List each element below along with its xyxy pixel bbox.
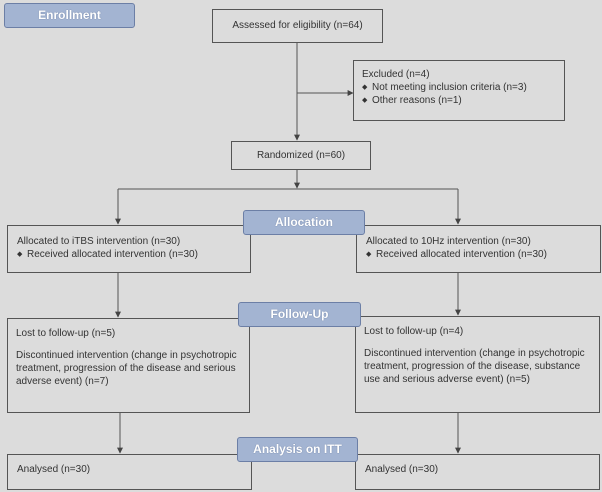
left-received-row: ◆Received allocated intervention (n=30) xyxy=(17,249,198,260)
randomized-box: Randomized (n=60) xyxy=(231,141,371,170)
excluded-item-1: ◆Not meeting inclusion criteria (n=3) xyxy=(362,82,527,93)
stage-label-enrollment: Enrollment xyxy=(4,3,135,28)
stage-label-analysis: Analysis on ITT xyxy=(237,437,358,462)
left-allocated-text: Allocated to iTBS intervention (n=30) xyxy=(17,236,181,247)
left-analysed-text: Analysed (n=30) xyxy=(17,464,91,475)
right-analysis-box: Analysed (n=30) xyxy=(355,454,600,490)
excluded-title: Excluded (n=4) xyxy=(362,69,430,80)
right-allocated-text: Allocated to 10Hz intervention (n=30) xyxy=(366,236,531,247)
right-allocation-box: Allocated to 10Hz intervention (n=30) ◆R… xyxy=(356,225,601,273)
right-received-row: ◆Received allocated intervention (n=30) xyxy=(366,249,547,260)
assessed-box: Assessed for eligibility (n=64) xyxy=(212,9,383,43)
diamond-bullet-icon: ◆ xyxy=(362,84,368,91)
excluded-box: Excluded (n=4) ◆Not meeting inclusion cr… xyxy=(353,60,565,121)
left-allocation-box: Allocated to iTBS intervention (n=30) ◆R… xyxy=(7,225,251,273)
stage-label-allocation: Allocation xyxy=(243,210,365,235)
right-lost-text: Lost to follow-up (n=4) xyxy=(364,326,464,337)
excluded-item-2: ◆Other reasons (n=1) xyxy=(362,95,462,106)
left-discontinued-text: Discontinued intervention (change in psy… xyxy=(16,350,237,387)
diamond-bullet-icon: ◆ xyxy=(17,251,23,258)
stage-label-followup: Follow-Up xyxy=(238,302,361,327)
diamond-bullet-icon: ◆ xyxy=(366,251,372,258)
right-followup-box: Lost to follow-up (n=4) Discontinued int… xyxy=(355,316,600,413)
left-lost-text: Lost to follow-up (n=5) xyxy=(16,328,116,339)
left-followup-box: Lost to follow-up (n=5) Discontinued int… xyxy=(7,318,250,413)
right-analysed-text: Analysed (n=30) xyxy=(365,464,439,475)
left-analysis-box: Analysed (n=30) xyxy=(7,454,252,490)
diamond-bullet-icon: ◆ xyxy=(362,97,368,104)
right-discontinued-text: Discontinued intervention (change in psy… xyxy=(364,348,585,385)
